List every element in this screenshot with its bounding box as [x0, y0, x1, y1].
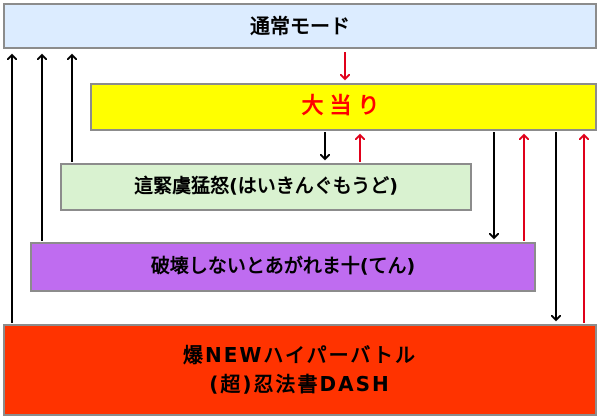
baku-battle-label-line2: (超)忍法書DASH — [209, 372, 391, 396]
hakai-mode-label: 破壊しないとあがれま十(てん) — [150, 255, 416, 278]
gekido-mode-label: 這緊虞猛怒(はいきんぐもうど) — [134, 175, 398, 198]
jackpot-label: 大当り — [301, 94, 386, 120]
jackpot-box: 大当り — [90, 83, 597, 131]
normal-mode-label: 通常モード — [250, 13, 350, 38]
baku-battle-label-line1: 爆NEWハイパーバトル — [182, 343, 418, 367]
baku-battle-box: 爆NEWハイパーバトル (超)忍法書DASH — [3, 324, 597, 416]
gekido-mode-box: 這緊虞猛怒(はいきんぐもうど) — [60, 163, 472, 211]
normal-mode-box: 通常モード — [3, 3, 597, 49]
hakai-mode-box: 破壊しないとあがれま十(てん) — [30, 242, 536, 292]
